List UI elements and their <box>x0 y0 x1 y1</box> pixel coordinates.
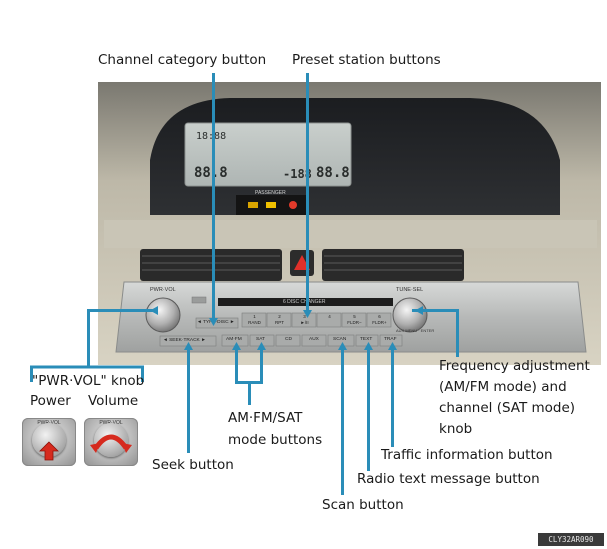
label-frequency-4: knob <box>439 421 473 437</box>
preset-button[interactable]: 3►/II <box>292 314 317 328</box>
text-panel-button[interactable]: TEXT <box>360 337 373 342</box>
callout-line-channel-category <box>212 73 215 320</box>
lcd-clock: 18:88 <box>196 131 226 142</box>
label-frequency-2: (AM/FM mode) and <box>439 379 567 395</box>
label-am-fm-sat-2: mode buttons <box>228 432 323 448</box>
preset-button[interactable]: 4 <box>317 314 342 328</box>
aux-menu-label: AUX MENU · ENTER <box>396 328 435 333</box>
preset-sub: RAND <box>248 320 261 325</box>
cd-button[interactable]: CD <box>285 337 292 342</box>
label-volume: Volume <box>88 393 139 409</box>
scan-panel-button[interactable]: SCAN <box>333 337 347 342</box>
callout-line-traffic <box>391 345 394 447</box>
callout-line-radio-text <box>367 345 370 471</box>
preset-number: 6 <box>378 314 381 319</box>
callout-line-scan <box>341 345 344 495</box>
label-pwr-vol-knob: "PWR·VOL" knob <box>32 373 145 389</box>
pwr-vol-panel-label: PWR·VOL <box>150 287 176 293</box>
callout-line-sat <box>260 345 263 383</box>
callout-line-frequency-h <box>412 309 458 312</box>
label-preset-station: Preset station buttons <box>292 52 441 68</box>
callout-line-frequency-v <box>456 309 459 357</box>
label-am-fm-sat-1: AM·FM/SAT <box>228 410 303 426</box>
preset-sub: ►/II <box>300 320 309 325</box>
volume-thumbnail: PWR·VOL <box>84 418 138 466</box>
passenger-label: PASSENGER <box>255 190 286 196</box>
power-thumbnail: PWR·VOL <box>22 418 76 466</box>
lcd-mid-readout: -188 <box>283 167 312 181</box>
callout-line-amfm-sat-down <box>248 381 251 405</box>
callout-line-pwr-vol-h <box>87 309 153 312</box>
rotate-arrow-icon <box>90 434 132 453</box>
label-scan: Scan button <box>322 497 404 513</box>
label-radio-text: Radio text message button <box>357 471 540 487</box>
image-code: CLY32AR090 <box>538 533 604 546</box>
disc-changer-label: 6 DISC CHANGER <box>283 299 326 305</box>
preset-number: 1 <box>253 314 256 319</box>
label-channel-category: Channel category button <box>98 52 267 68</box>
preset-number: 3 <box>303 314 306 319</box>
tune-sel-panel-label: TUNE·SEL <box>396 287 424 293</box>
label-seek: Seek button <box>152 457 234 473</box>
aux-button[interactable]: AUX <box>309 337 319 342</box>
lcd-right-readout: 88.8 <box>316 165 350 181</box>
callout-line-seek <box>187 345 190 453</box>
seek-track-button[interactable]: ◄ SEEK·TRACK ► <box>163 338 206 343</box>
callout-line-pwr-vol-v <box>87 309 90 366</box>
label-frequency-1: Frequency adjustment <box>439 358 590 374</box>
label-frequency-3: channel (SAT mode) <box>439 400 576 416</box>
label-traffic: Traffic information button <box>381 447 553 463</box>
label-power: Power <box>30 393 71 409</box>
callout-line-preset-station <box>306 73 309 313</box>
preset-sub: FLDR− <box>347 320 362 325</box>
am-fm-button[interactable]: AM·FM <box>226 337 242 342</box>
push-arrow-icon <box>39 441 59 461</box>
preset-number: 5 <box>353 314 356 319</box>
type-disc-button[interactable]: ◄ TYPE·DISC ► <box>197 320 235 325</box>
preset-sub: FLDR+ <box>372 320 387 325</box>
sat-button[interactable]: SAT <box>256 337 265 342</box>
preset-number: 4 <box>328 314 331 319</box>
traf-panel-button[interactable]: TRAF <box>384 337 397 342</box>
preset-number: 2 <box>278 314 281 319</box>
preset-sub: RPT <box>275 320 284 325</box>
lcd-left-readout: 88.8 <box>194 165 228 181</box>
callout-line-amfm <box>235 345 238 383</box>
